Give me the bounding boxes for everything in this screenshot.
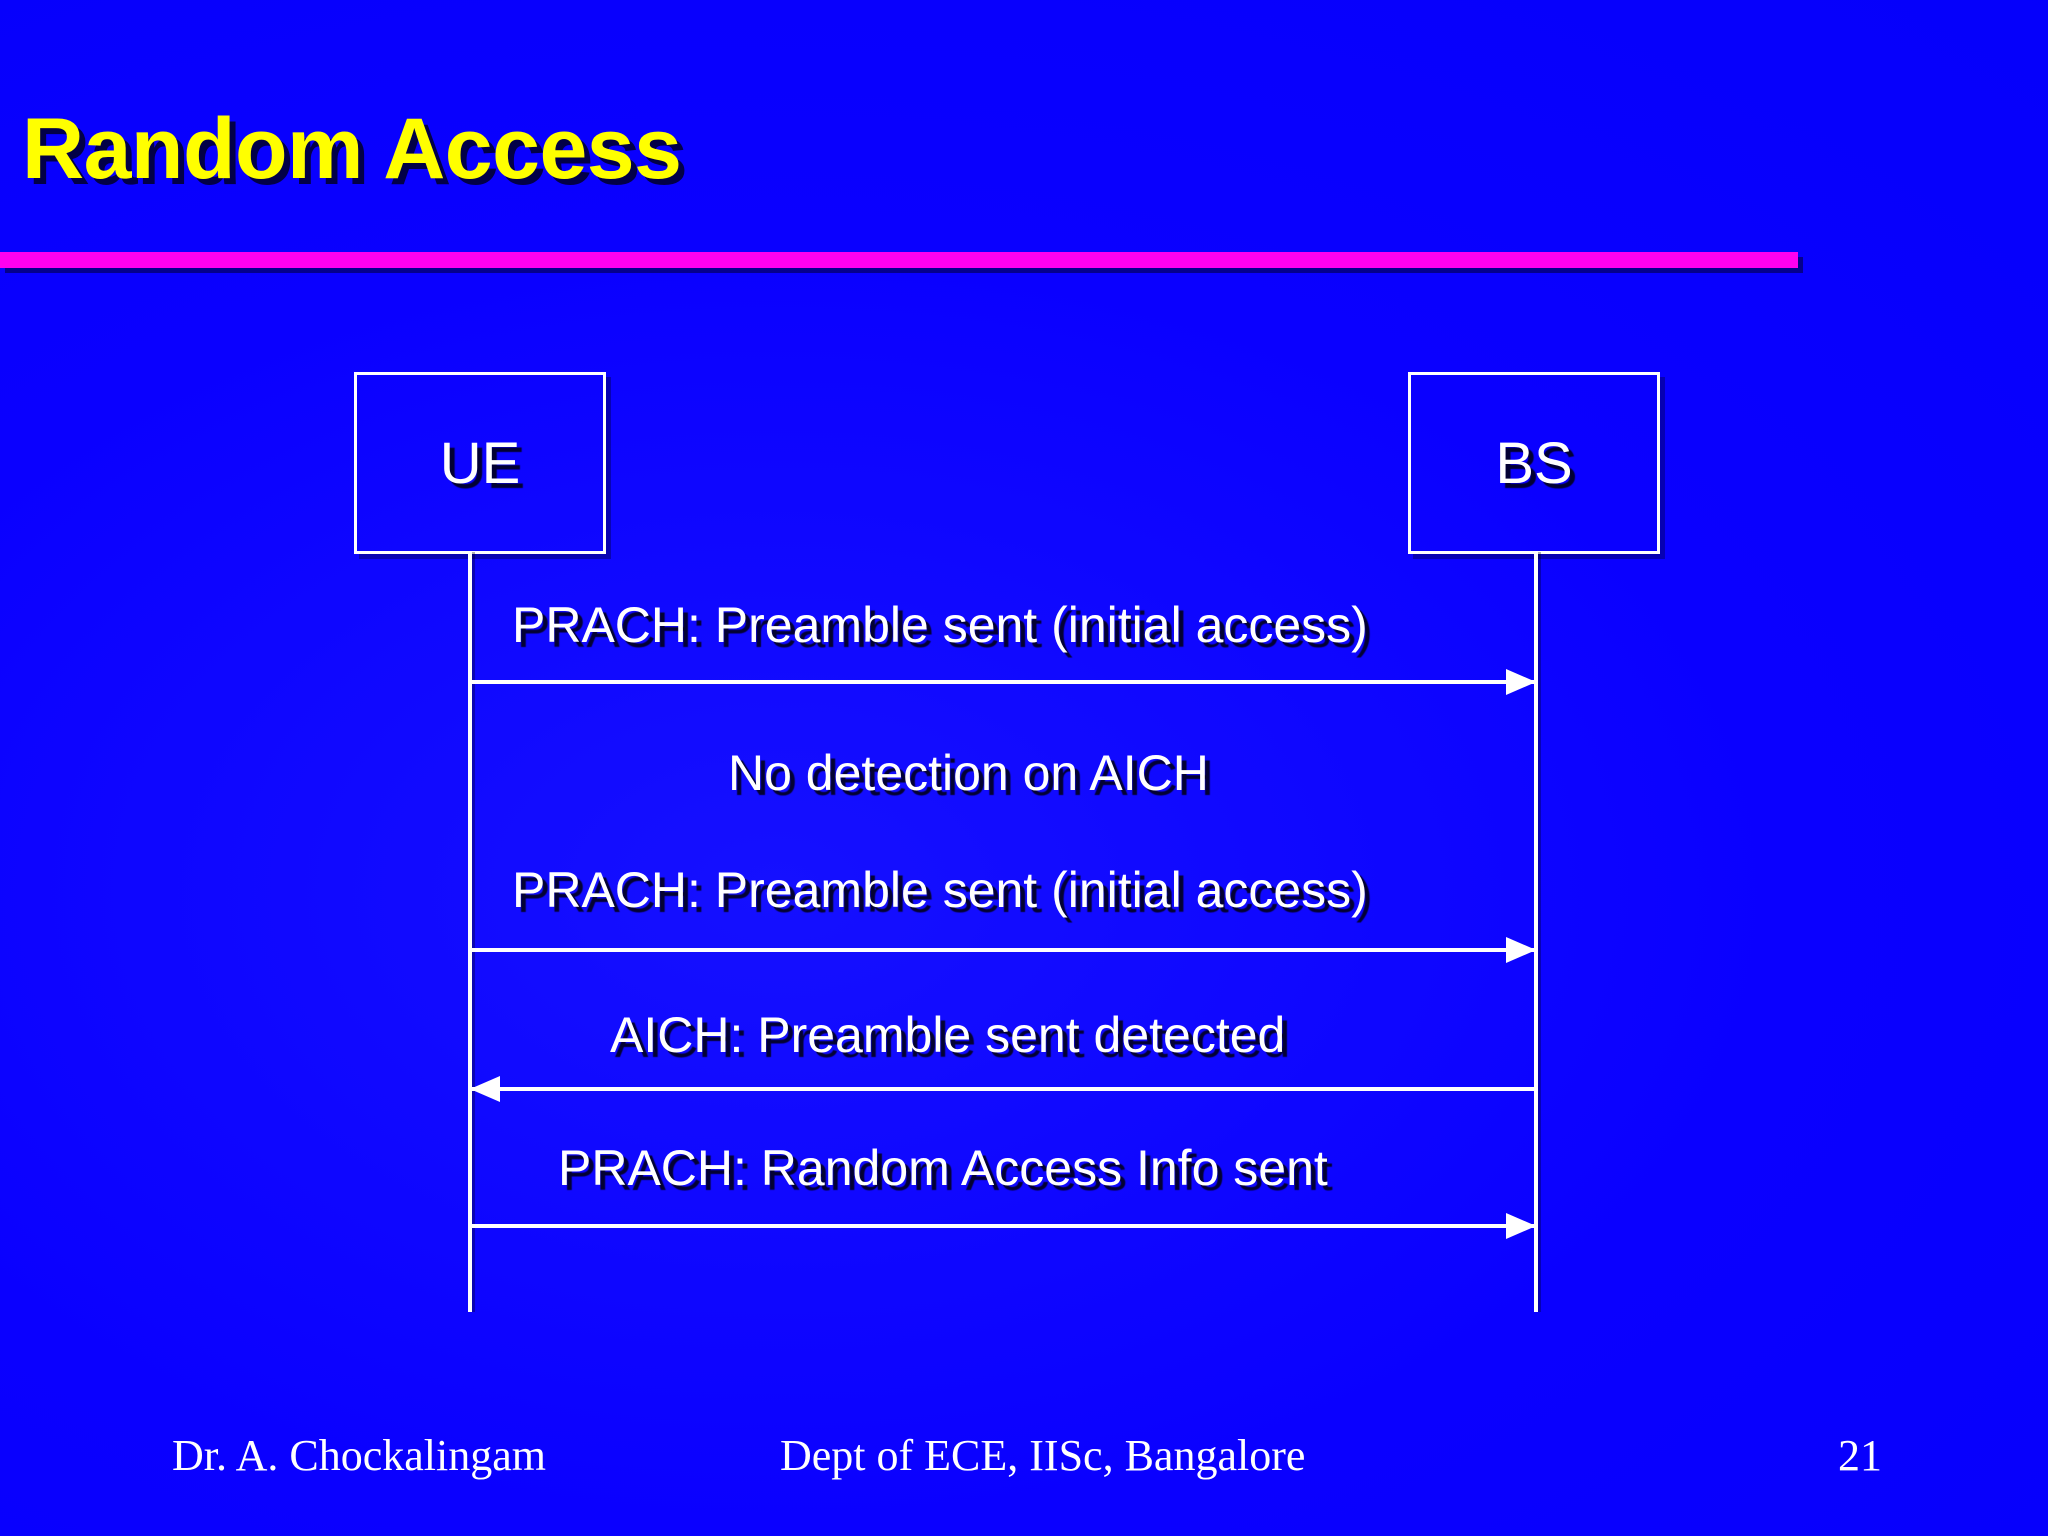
message-label-no-detection-aich: No detection on AICH [728, 745, 1209, 801]
message-arrow-prach-preamble-2 [470, 937, 1536, 963]
arrow-head-left-icon [470, 1076, 500, 1102]
arrow-head-right-icon [1506, 669, 1536, 695]
lifeline-bs [1534, 552, 1538, 1312]
lifeline-ue [468, 552, 472, 1312]
message-label-prach-preamble-2: PRACH: Preamble sent (initial access) [512, 862, 1368, 918]
arrow-head-right-icon [1506, 937, 1536, 963]
title-divider-rule [0, 252, 1798, 268]
arrow-shaft [470, 1087, 1536, 1091]
footer-page-number: 21 [1838, 1431, 1882, 1480]
message-label-prach-random-access-info: PRACH: Random Access Info sent [558, 1140, 1328, 1196]
message-arrow-prach-random-access-info [470, 1213, 1536, 1239]
node-box-ue: UE [354, 372, 606, 554]
arrow-shaft [470, 948, 1536, 952]
node-label-bs: BS [1495, 431, 1573, 496]
node-label-ue: UE [439, 431, 521, 496]
message-label-aich-detected: AICH: Preamble sent detected [610, 1007, 1286, 1063]
arrow-head-right-icon [1506, 1213, 1536, 1239]
message-arrow-aich-detected [470, 1076, 1536, 1102]
arrow-shaft [470, 680, 1536, 684]
message-arrow-prach-preamble-1 [470, 669, 1536, 695]
message-label-prach-preamble-1: PRACH: Preamble sent (initial access) [512, 597, 1368, 653]
page-title: Random Access [22, 101, 682, 197]
footer-author: Dr. A. Chockalingam [172, 1431, 546, 1480]
arrow-shaft [470, 1224, 1536, 1228]
node-box-bs: BS [1408, 372, 1660, 554]
footer-department: Dept of ECE, IISc, Bangalore [780, 1431, 1306, 1480]
